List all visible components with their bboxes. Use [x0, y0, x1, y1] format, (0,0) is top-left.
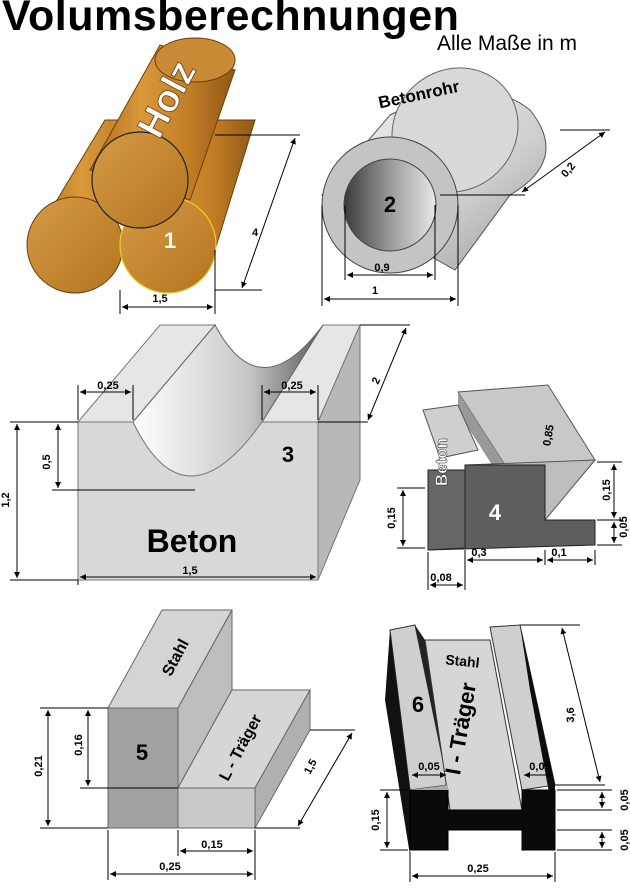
figure-4-dim-right-h: 0,15: [601, 479, 613, 500]
log-top-far-end: [154, 37, 236, 83]
figure-5-number: 5: [136, 740, 148, 765]
figure-3-dim-groove: 0,5: [41, 454, 53, 469]
figure-1-number: 1: [164, 228, 176, 253]
figure-3-number: 3: [282, 442, 294, 467]
figure-4-dim-w1: 0,3: [471, 547, 486, 559]
figure-6-dim-len: 3,6: [565, 707, 577, 722]
figure-1-dim-diameter: 1,5: [152, 293, 167, 305]
figure-5-dim-w1: 0,15: [201, 839, 222, 851]
figure-3-concrete-block: 3 Beton 0,25 0,25 0,5 1,2 1,5 2: [0, 324, 410, 585]
figure-2-number: 2: [384, 192, 396, 217]
figure-3-dim-height: 1,2: [0, 492, 12, 507]
log-top-end: [91, 131, 189, 229]
figure-3-label: Beton: [147, 523, 238, 559]
figure-1-logs: 1 Holz 1,5 4: [26, 37, 300, 314]
figure-5-dim-h1: 0,21: [33, 755, 45, 776]
figure-2-pipe: 2 Betonrohr 0,9 1 0,2: [321, 67, 610, 306]
figure-6-dim-f2: 0,05: [529, 761, 550, 773]
figure-6-i-beam: 6 Stahl I - Träger 3,6 0,05 0,05 0,05 0,…: [370, 624, 630, 882]
figure-4-number: 4: [489, 500, 502, 525]
figure-5-dim-len: 1,5: [302, 757, 320, 776]
block-front-face: [77, 421, 319, 581]
figure-5-dim-w2: 0,25: [159, 861, 180, 873]
figure-6-label-top: Stahl: [445, 651, 481, 670]
figure-3-dim-depth: 2: [370, 376, 383, 387]
figure-6-dim-t1: 0,05: [619, 789, 630, 810]
figure-6-dim-t2: 0,05: [619, 829, 630, 850]
figure-4-dim-w3: 0,08: [430, 572, 451, 584]
beam-6-front: [409, 789, 556, 851]
figure-5-l-beam: 5 Stahl L - Träger 0,21 0,16 1,5 0,15 0,…: [33, 609, 355, 880]
figure-3-dim-right: 0,25: [281, 380, 302, 392]
figure-6-dim-f1: 0,05: [418, 761, 439, 773]
figure-5-dim-h2: 0,16: [73, 734, 85, 755]
figure-1-dim-length: 4: [252, 227, 259, 239]
pipe-inner: [343, 158, 437, 252]
figure-4-label: Beton: [432, 438, 451, 486]
figure-4-dim-diag: 0,85: [541, 424, 557, 447]
figure-2-dim-outer: 1: [372, 285, 378, 297]
page-subtitle: Alle Maße in m: [437, 32, 578, 55]
figure-3-dim-width: 1,5: [182, 565, 197, 577]
page-title: Volumsberechnungen: [2, 0, 460, 40]
figure-6-dim-h: 0,15: [370, 809, 382, 830]
figure-6-number: 6: [412, 692, 424, 717]
figure-3-dim-left: 0,25: [97, 380, 118, 392]
figure-4-step-block: Beton 4 0,85 0,15 0,15 0,05 0,3 0,1 0,08: [386, 384, 630, 590]
figure-6-dim-w: 0,25: [467, 863, 488, 875]
figure-4-dim-step: 0,05: [618, 516, 630, 537]
figure-2-dim-inner: 0,9: [374, 262, 389, 274]
figure-4-dim-w2: 0,1: [551, 547, 566, 559]
figure-4-dim-left-h: 0,15: [386, 507, 398, 528]
